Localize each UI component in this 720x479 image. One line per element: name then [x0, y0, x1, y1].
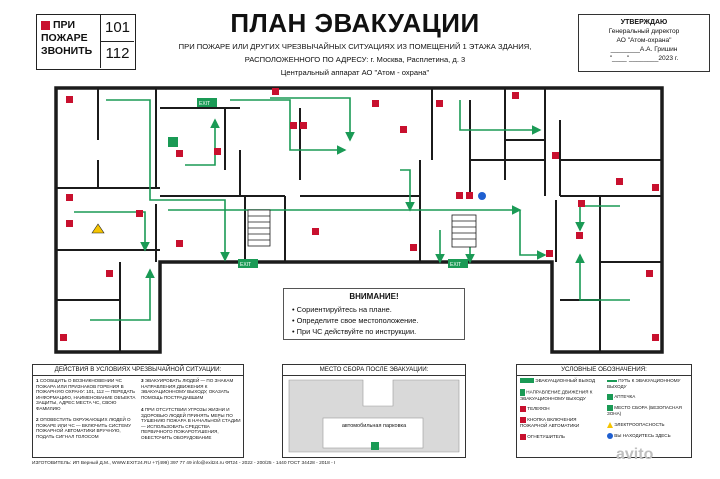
approval-position: Генеральный директор: [608, 28, 680, 35]
phone-icon: [520, 406, 526, 413]
phone-number-112: 112: [105, 45, 130, 62]
approval-heading: УТВЕРЖДАЮ: [620, 19, 668, 26]
legend-title: УСЛОВНЫЕ ОБОЗНАЧЕНИЯ:: [517, 365, 691, 376]
assembly-point-icon: [371, 442, 379, 450]
subtitle-line-1: ПРИ ПОЖАРЕ ИЛИ ДРУГИХ ЧРЕЗВЫЧАЙНЫХ СИТУА…: [178, 42, 532, 51]
legend-label: МЕСТО СБОРА (БЕЗОПАСНАЯ ЗОНА): [607, 405, 682, 417]
watermark: avito: [616, 446, 654, 463]
extinguisher-icon: [520, 433, 526, 440]
you-are-here-icon: [607, 432, 613, 439]
action-step-2: 2 ОПОВЕСТИТЬ ОКРУЖАЮЩИХ ЛЮДЕЙ О ПОЖАРЕ И…: [36, 417, 132, 439]
actions-title: ДЕЙСТВИЯ В УСЛОВИЯХ ЧРЕЗВЫЧАЙНОЙ СИТУАЦИ…: [33, 365, 243, 376]
approval-org: АО "Атом-охрана": [616, 37, 672, 44]
legend-label: ТЕЛЕФОН: [527, 406, 550, 412]
stairs: [247, 209, 477, 248]
legend-panel: УСЛОВНЫЕ ОБОЗНАЧЕНИЯ: ЭВАКУАЦИОННЫЙ ВЫХО…: [516, 364, 692, 458]
assembly-map: [288, 379, 460, 453]
attention-item: • Определите свое местоположение.: [292, 316, 419, 325]
legend-label: ПУТЬ К ЭВАКУАЦИОННОМУ ВЫХОДУ: [607, 378, 681, 389]
exit-sign-icon: [520, 378, 534, 384]
electric-hazard-icon: [607, 421, 613, 428]
subtitle-line-3: Центральный аппарат АО "Атом - охрана": [280, 68, 430, 77]
legend-label: ВЫ НАХОДИТЕСЬ ЗДЕСЬ: [614, 433, 671, 438]
attention-heading: ВНИМАНИЕ!: [349, 292, 399, 301]
page-title: ПЛАН ЭВАКУАЦИИ: [230, 8, 480, 38]
legend-label: ОГНЕТУШИТЕЛЬ: [527, 434, 565, 439]
legend-label: КНОПКА ВКЛЮЧЕНИЯ ПОЖАРНОЙ АВТОМАТИКИ: [520, 417, 580, 429]
fire-equipment-markers: [60, 88, 659, 341]
attention-item: • Сориентируйтесь на плане.: [292, 305, 392, 314]
manufacturer-footer: ИЗГОТОВИТЕЛЬ: ИП Верный Д.М., WWW.EXIT24…: [32, 461, 336, 466]
phone-label-line: ПОЖАРЕ: [41, 32, 88, 44]
action-step-3: 3 ЭВАКУИРОВАТЬ ЛЮДЕЙ — ПО ЗНАКАМ НАПРАВЛ…: [141, 378, 234, 400]
assembly-point-icon: [607, 405, 613, 412]
approval-stamp: УТВЕРЖДАЮ Генеральный директор АО "Атом-…: [578, 14, 710, 72]
legend-label: ЭЛЕКТРООПАСНОСТЬ: [614, 422, 665, 427]
legend-col-right: ПУТЬ К ЭВАКУАЦИОННОМУ ВЫХОДУ АПТЕЧКА МЕС…: [607, 378, 691, 439]
exit-signs: [168, 98, 468, 268]
route-arrow-icon: [607, 380, 617, 382]
approval-date: "____"________2023 г.: [609, 55, 679, 62]
evacuation-routes: [74, 97, 630, 321]
electric-hazard-marker: [91, 223, 105, 234]
first-aid-icon: [607, 394, 613, 401]
attention-box: ВНИМАНИЕ! • Сориентируйтесь на плане. • …: [283, 288, 465, 340]
phone-number-101: 101: [101, 15, 134, 42]
assembly-point-panel: МЕСТО СБОРА ПОСЛЕ ЭВАКУАЦИИ: автомобильн…: [282, 364, 466, 458]
legend-label: НАПРАВЛЕНИЕ ДВИЖЕНИЯ К ЭВАКУАЦИОННОМУ ВЫ…: [520, 389, 593, 401]
interior-walls: [56, 88, 662, 352]
svg-text:EXIT: EXIT: [240, 262, 251, 268]
svg-text:EXIT: EXIT: [199, 101, 210, 107]
svg-text:EXIT: EXIT: [450, 262, 461, 268]
legend-label: ЭВАКУАЦИОННЫЙ ВЫХОД: [535, 378, 596, 383]
assembly-title: МЕСТО СБОРА ПОСЛЕ ЭВАКУАЦИИ:: [283, 365, 465, 376]
attention-item: • При ЧС действуйте по инструкции.: [292, 327, 417, 336]
direction-arrow-icon: [520, 388, 525, 396]
alarm-button-icon: [520, 417, 526, 424]
parking-label: автомобильная парковка: [341, 423, 407, 429]
building-outline: [54, 86, 664, 354]
legend-label: АПТЕЧКА: [614, 394, 636, 400]
exit-sign-labels: EXIT EXIT EXIT: [199, 101, 461, 268]
legend-col-left: ЭВАКУАЦИОННЫЙ ВЫХОД НАПРАВЛЕНИЕ ДВИЖЕНИЯ…: [520, 378, 604, 440]
action-step-1: 1 СООБЩИТЬ О ВОЗНИКНОВЕНИИ ЧС ПОЖАРА ИЛИ…: [36, 378, 136, 411]
phone-label-line: ЗВОНИТЬ: [41, 45, 93, 57]
emergency-actions-panel: ДЕЙСТВИЯ В УСЛОВИЯХ ЧРЕЗВЫЧАЙНОЙ СИТУАЦИ…: [32, 364, 244, 458]
fire-phone-icon: [41, 20, 50, 30]
subtitle-line-2: РАСПОЛОЖЕННОГО ПО АДРЕСУ: г. Москва, Рас…: [244, 55, 466, 64]
emergency-phone-box: ПРИ ПОЖАРЕ ЗВОНИТЬ 101 112: [36, 14, 136, 70]
action-step-4: 4 ПРИ ОТСУТСТВИИ УГРОЗЫ ЖИЗНИ И ЗДОРОВЬЮ…: [141, 407, 241, 440]
approval-signer: ________А.А. Гришин: [610, 46, 678, 53]
phone-label: ПРИ ПОЖАРЕ ЗВОНИТЬ: [37, 15, 101, 68]
you-are-here-marker: [478, 192, 486, 200]
